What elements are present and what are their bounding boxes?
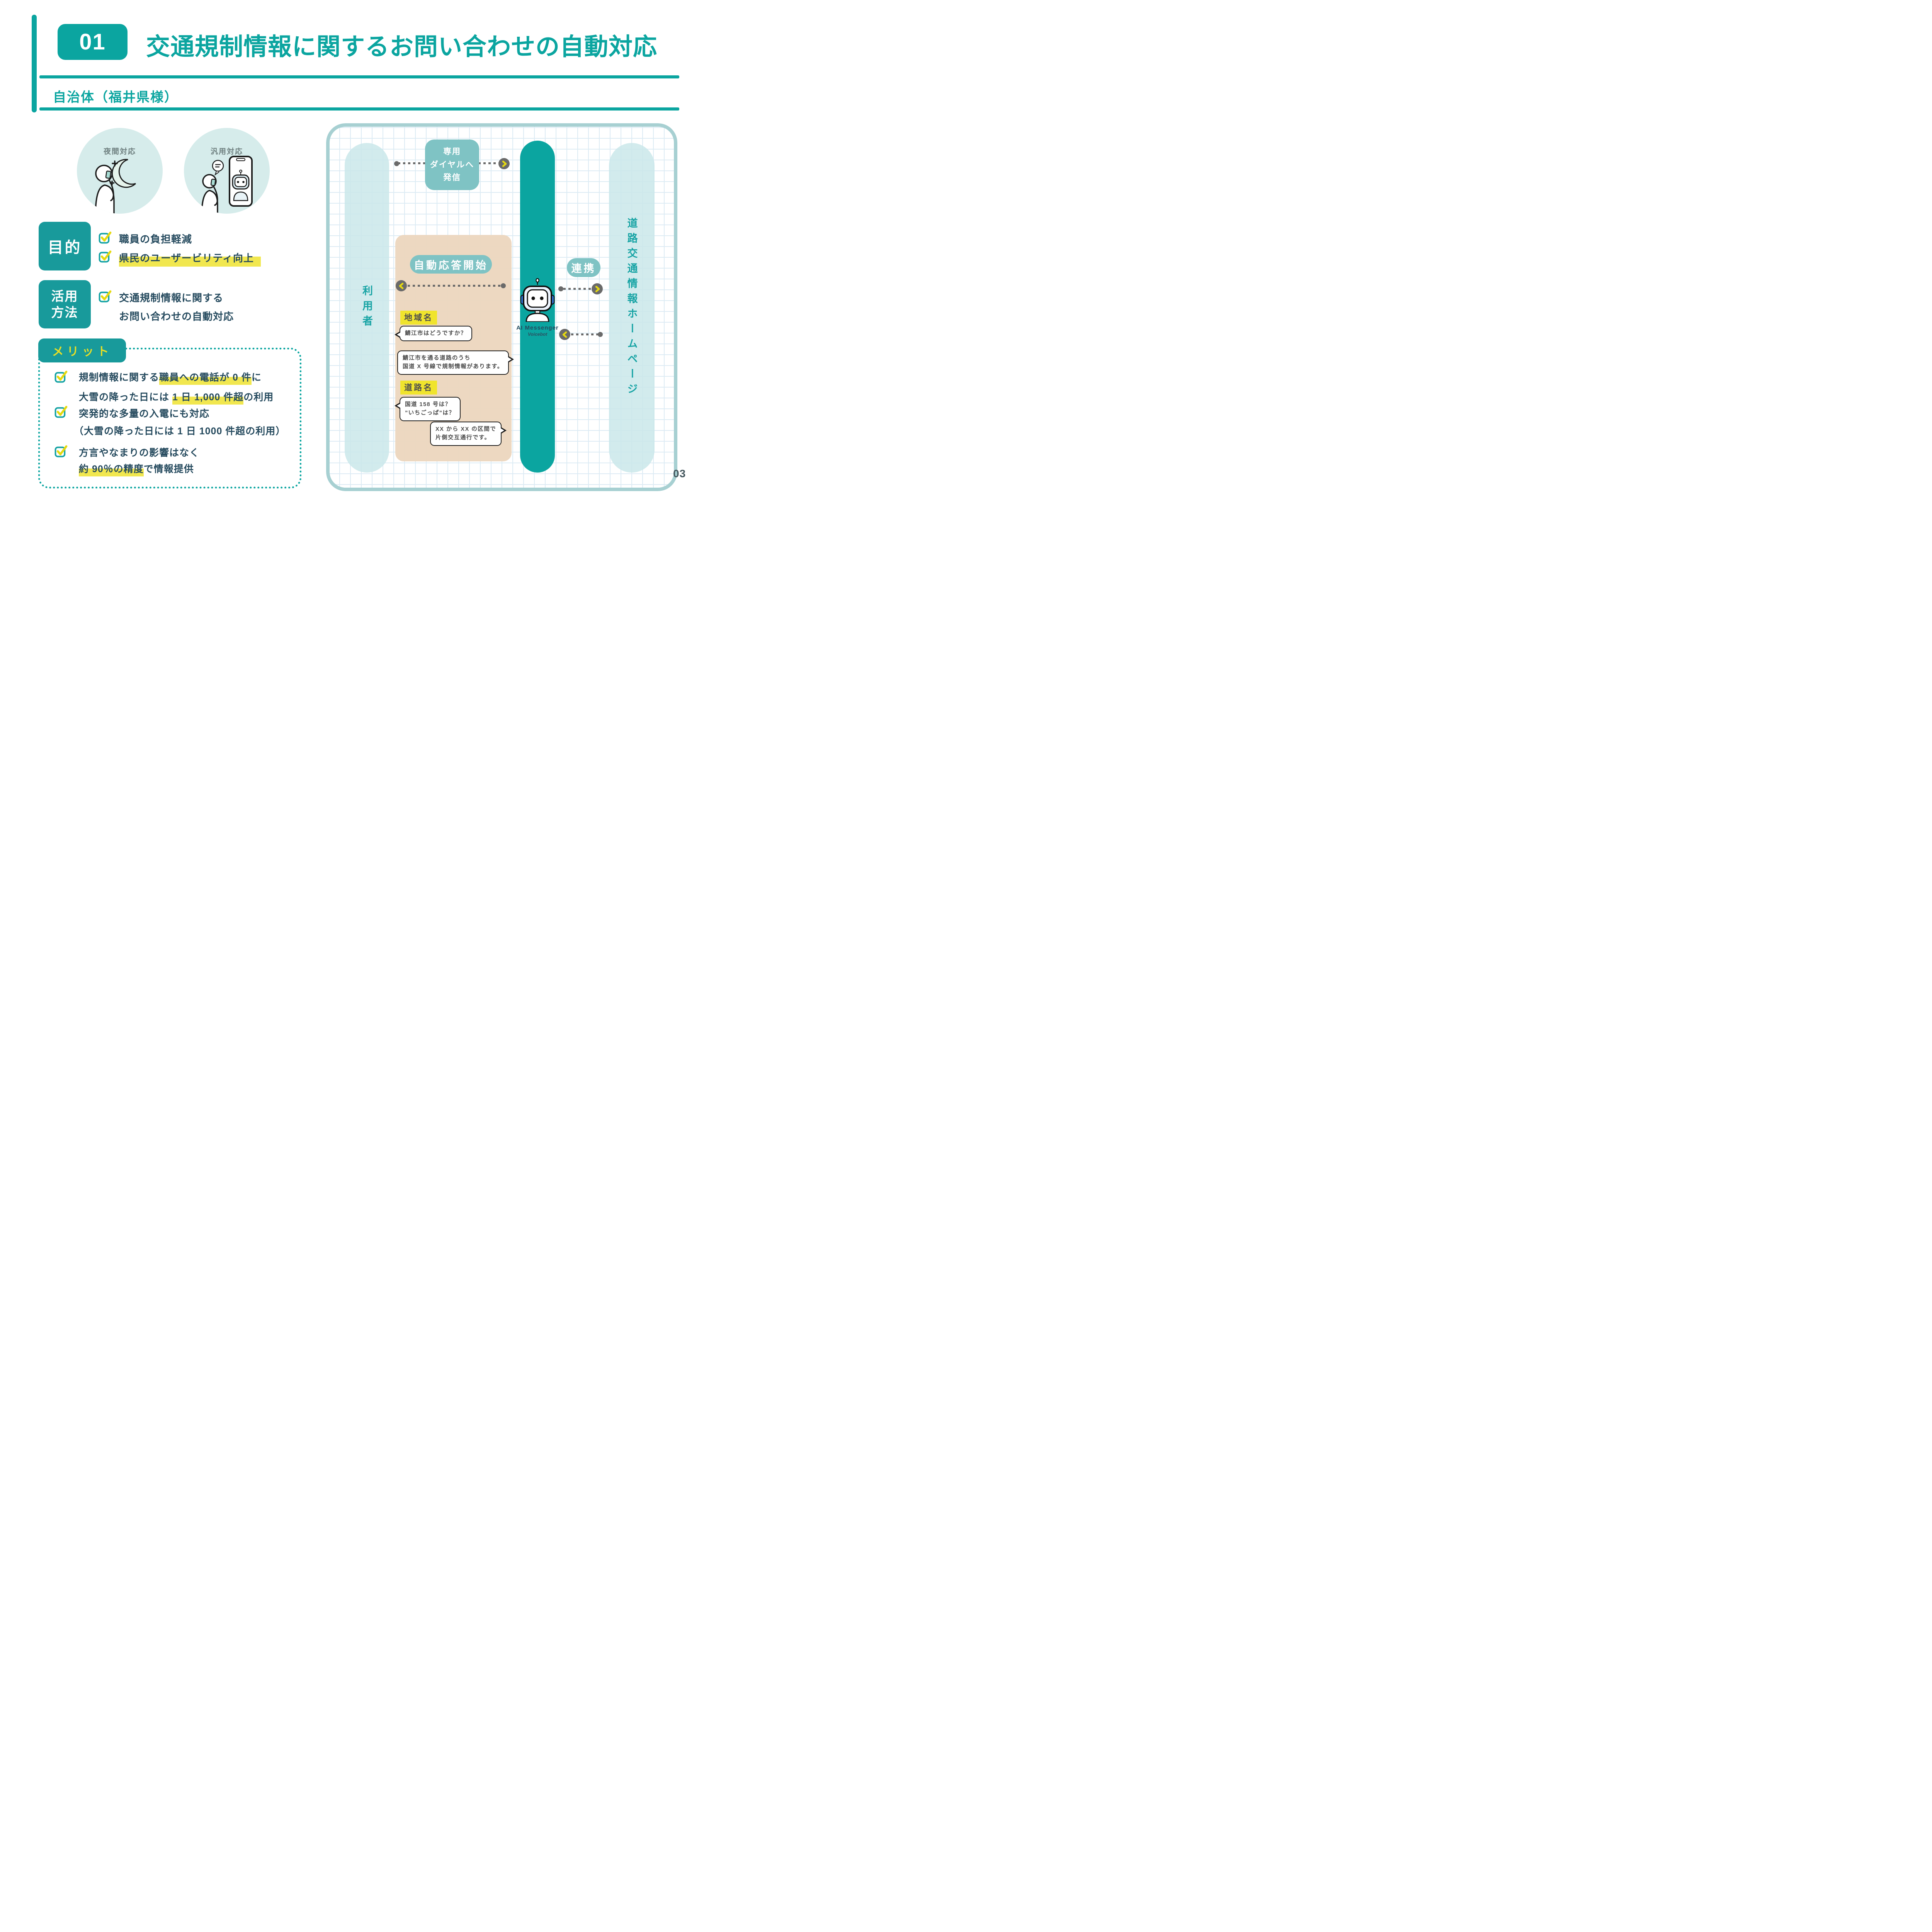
- user-speech-bubble: 鯖江市はどうですか？: [395, 326, 472, 342]
- usage-label-line1: 活用: [51, 289, 78, 304]
- homepage-column-labelwrap: 道路交通情報ホームページ: [609, 143, 655, 473]
- user-column-label: 利用者: [361, 285, 372, 330]
- purpose-item-2: 県民のユーザービリティ向上: [99, 250, 261, 267]
- chevron-left-icon: [559, 329, 570, 340]
- dotted-line: [563, 288, 593, 290]
- dial-line1: 専用: [443, 147, 461, 156]
- bubble-text-line2: 片側交互通行です。: [435, 435, 491, 441]
- page-number: 03: [673, 468, 686, 480]
- flow-diagram: 利用者 道路交通情報ホームページ 専用 ダイヤルへ 発信 自動応答開始 連携: [326, 123, 677, 491]
- dotted-line: [408, 285, 502, 287]
- bubble-tail: [397, 403, 401, 408]
- response-start-label: 自動応答開始: [414, 259, 488, 271]
- merit-line: 方言やなまりの影響はなく: [79, 447, 200, 458]
- merit-label: メリット: [52, 345, 112, 358]
- phone-icon: [210, 179, 216, 186]
- page-title: 交通規制情報に関するお問い合わせの自動対応: [146, 34, 658, 60]
- header-divider-bottom: [39, 107, 679, 111]
- bubble-text-line2: ”いちごっぱ”は？: [405, 410, 455, 417]
- dot-icon: [501, 283, 506, 288]
- checkbox-icon: [54, 371, 68, 383]
- bubble-text-line1: XX から XX の区間で: [435, 426, 497, 432]
- purpose-item-1: 職員の負担軽減: [99, 231, 192, 246]
- purpose-item-text: 県民のユーザービリティ向上: [119, 250, 261, 267]
- chevron-left-icon: [396, 280, 407, 291]
- merit-line: 大雪の降った日には 1 日 1,000 件超の利用: [79, 389, 274, 405]
- voicebot-robot-icon: [518, 278, 557, 323]
- checkbox-icon: [99, 250, 112, 263]
- dial-callout-box: 専用 ダイヤルへ 発信: [425, 139, 479, 190]
- feature-circle-general: 汎用対応: [184, 128, 270, 214]
- merit-dotted-box: [38, 348, 301, 488]
- purpose-label: 目的: [48, 239, 82, 256]
- bot-speech-bubble: XX から XX の区間で 片側交互通行です。: [430, 422, 507, 446]
- merit-line: 約 90％の精度で情報提供: [79, 461, 194, 476]
- bot-name: AI Messenger: [516, 325, 559, 331]
- user-column-labelwrap: 利用者: [345, 143, 389, 473]
- section-number-badge: 01: [58, 24, 128, 60]
- merit-line: 規制情報に関する職員への電話が 0 件に: [79, 370, 262, 385]
- header-divider-top: [39, 75, 679, 78]
- person-arm: [109, 180, 114, 201]
- purpose-box: 目的: [39, 222, 91, 270]
- purpose-item-text: 職員の負担軽減: [119, 233, 192, 245]
- link-label: 連携: [571, 263, 596, 274]
- feature-label: 夜間対応: [103, 148, 136, 156]
- merit-line: （大雪の降った日には 1 日 1000 件超の利用）: [74, 426, 286, 437]
- client-subtitle: 自治体（福井県様）: [53, 90, 178, 105]
- usage-box: 活用 方法: [39, 280, 91, 328]
- response-start-pill: 自動応答開始: [410, 255, 492, 274]
- link-pill: 連携: [567, 258, 600, 277]
- user-speech-bubble: 国道 158 号は？ ”いちごっぱ”は？: [395, 397, 461, 421]
- bot-variant: Voicebot: [527, 332, 548, 337]
- bubble-tail: [397, 332, 401, 337]
- person-phone-bot-icon: [201, 156, 253, 214]
- bubble-text: 鯖江市はどうですか？: [405, 330, 467, 337]
- robot-on-screen-icon: [232, 170, 250, 201]
- dot-icon: [598, 332, 603, 337]
- bubble-text-line1: 国道 158 号は？: [405, 401, 451, 408]
- usage-item: 交通規制情報に関する: [99, 289, 223, 304]
- dial-line3: 発信: [443, 173, 461, 182]
- user-column-pill: [345, 143, 389, 473]
- person-body: [95, 184, 115, 214]
- bubble-text-line2: 国道 X 号線で規制情報があります。: [403, 364, 503, 370]
- checkbox-icon: [99, 290, 112, 303]
- road-tag: 道路名: [400, 381, 437, 395]
- speech-bubble-icons: [212, 160, 224, 176]
- chevron-right-icon: [592, 283, 603, 294]
- person-body: [201, 190, 218, 214]
- header-accent-bar: [32, 15, 37, 112]
- feature-label: 汎用対応: [210, 148, 243, 156]
- dial-line2: ダイヤルへ: [430, 160, 474, 169]
- usage-label-line2: 方法: [51, 305, 78, 320]
- homepage-column-label: 道路交通情報ホームページ: [626, 217, 638, 398]
- bubble-tail: [507, 357, 512, 362]
- homepage-column-pill: [609, 143, 655, 473]
- smartphone-notch: [236, 158, 245, 161]
- bubble-tail: [500, 428, 505, 433]
- usage-text-line2: お問い合わせの自動対応: [119, 311, 234, 322]
- dot-icon: [558, 286, 563, 291]
- slide-page: 01 交通規制情報に関するお問い合わせの自動対応 自治体（福井県様） 夜間対応 …: [0, 0, 706, 499]
- merit-header: メリット: [38, 338, 126, 362]
- person-arm: [213, 187, 218, 206]
- bubble-text-line1: 鯖江市を通る道路のうち: [403, 355, 471, 361]
- bot-speech-bubble: 鯖江市を通る道路のうち 国道 X 号線で規制情報があります。: [397, 350, 514, 375]
- checkbox-icon: [99, 231, 112, 244]
- checkbox-icon: [54, 406, 68, 418]
- person-phone-moon-icon: [95, 159, 136, 214]
- badge-text: 01: [79, 29, 106, 54]
- chevron-right-icon: [498, 158, 510, 169]
- dot-icon: [394, 161, 399, 166]
- merit-line: 突発的な多量の入電にも対応: [79, 408, 210, 419]
- checkbox-icon: [54, 445, 68, 457]
- feature-circle-night: 夜間対応: [77, 128, 163, 214]
- usage-text-line1: 交通規制情報に関する: [119, 292, 224, 304]
- phone-icon: [105, 170, 111, 179]
- dotted-line: [571, 333, 600, 335]
- region-tag: 地域名: [400, 311, 437, 325]
